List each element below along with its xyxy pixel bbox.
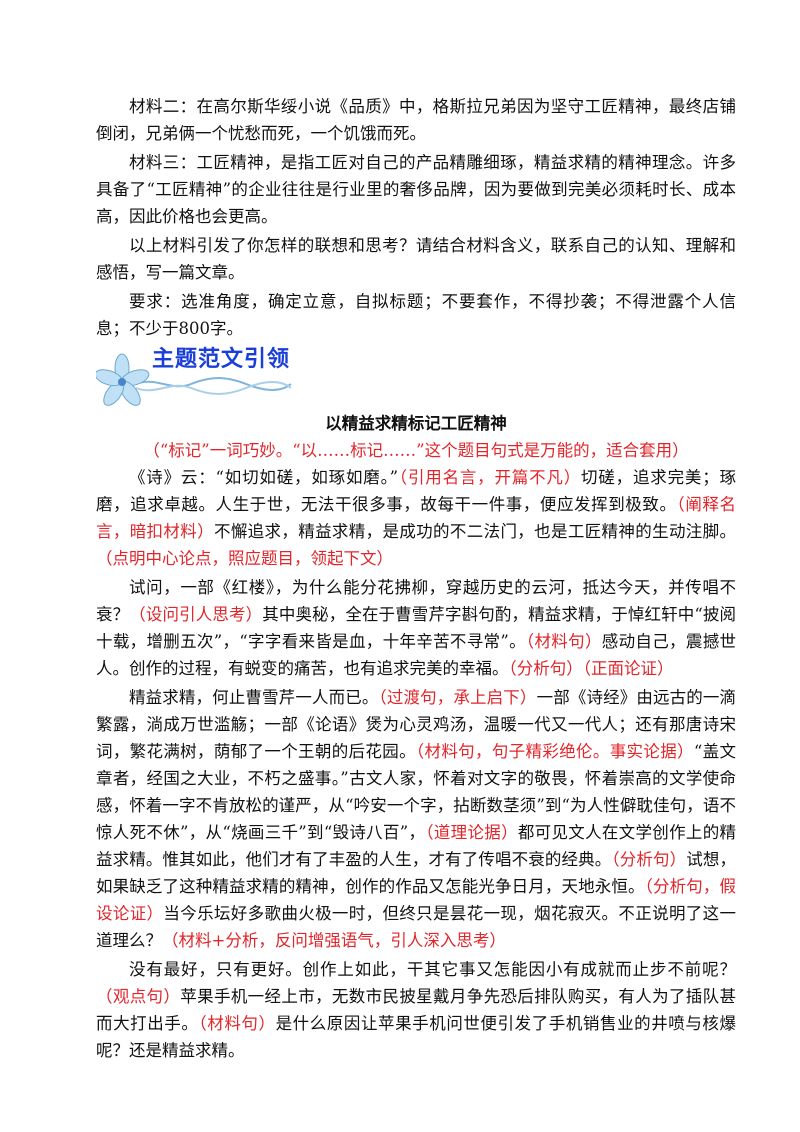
essay-title: 以精益求精标记工匠精神: [325, 414, 507, 433]
essay-paragraph-2: 试问，一部《红楼》，为什么能分花拂柳，穿越历史的云河，抵达今天，并传唱不衰？（设…: [96, 574, 736, 682]
document-body: 材料二：在高尔斯华绥小说《品质》中，格斯拉兄弟因为坚守工匠精神，最终店铺倒闭，兄…: [96, 93, 736, 1066]
annotation-text: （道理论据）: [425, 823, 518, 842]
body-text: 不懈追求，精益求精，是成功的不二法门，也是工匠精神的生动注脚。: [213, 522, 737, 541]
body-text: 一部《诗经》由远古的一滴繁露，淌成万世滥觞；一部《论语》煲为心灵鸡汤，温暖一代又…: [96, 688, 737, 761]
annotation-text: （观点句）: [96, 987, 181, 1006]
annotation-text: （分析句）（正面论证）: [508, 659, 674, 678]
material-2-paragraph: 材料二：在高尔斯华绥小说《品质》中，格斯拉兄弟因为坚守工匠精神，最终店铺倒闭，兄…: [96, 97, 736, 143]
annotation-text: （材料+分析，反问增强语气，引人深入思考）: [162, 931, 506, 950]
body-text: 试想，如果缺乏了这种精益求精的精神，创作的作品又怎能光争日月，天地永恒。: [96, 850, 736, 896]
annotation-text: （点明中心论点，照应题目，领起下文）: [96, 549, 393, 568]
banner-title: 主题范文引领: [152, 347, 291, 372]
body-text: 其中奥秘，全在于曹雪芹字斟句酌，精益求精，于悼红轩中“披阅十载，增删五次”，“字…: [96, 605, 737, 651]
annotation-text: （过渡句，承上启下）: [378, 688, 537, 707]
flower-ribbon-icon: [96, 353, 292, 406]
essay-paragraph-1: 《诗》云：“如切如磋，如琢如磨。”（引用名言，开篇不凡）切磋，追求完美；琢磨，追…: [96, 464, 736, 572]
body-text: 苹果手机一经上市，无数市民披星戴月争先恐后排队购买，有人为了插队甚而大打出手。: [96, 987, 737, 1033]
body-text: 切磋，追求完美；琢磨，追求卓越。人生于世，无法干很多事，故每干一件事，便应发挥到…: [96, 468, 737, 514]
body-text: 是什么原因让苹果手机问世便引发了手机销售业的井喷与核爆呢？还是精益求精。: [96, 1014, 737, 1060]
section-banner: 主题范文引领: [96, 346, 736, 410]
annotation-text: （分析句，假设论证）: [96, 877, 736, 923]
body-text: 精益求精，何止曹雪芹一人而已。: [129, 688, 379, 707]
annotation-text: （设问引人思考）: [129, 605, 263, 624]
annotation-text: （引用名言，开篇不凡）: [398, 468, 582, 487]
body-text: 感动自己，震撼世人。创作的过程，有蜕变的痛苦，也有追求完美的幸福。: [96, 632, 737, 678]
annotation-text: （阐释名言，暗扣材料）: [96, 495, 737, 541]
prompt-paragraph: 以上材料引发了你怎样的联想和思考？请结合材料含义，联系自己的认知、理解和感悟，写…: [96, 236, 736, 282]
body-text: 都可见文人在文学创作上的精益求精。惟其如此，他们才有了丰盈的人生，才有了传唱不衰…: [96, 823, 736, 869]
body-text: “盖文章者，经国之大业，不朽之盛事。”古文人家，怀着对文字的敬畏，怀着崇高的文学…: [96, 742, 737, 842]
title-annotation: （“标记”一词巧妙。“以……标记……”这个题目句式是万能的，适合套用）: [143, 441, 689, 460]
body-text: 试问，一部《红楼》，为什么能分花拂柳，穿越历史的云河，抵达今天，并传唱不衰？: [96, 578, 736, 624]
annotation-text: （材料句）: [525, 632, 602, 651]
material-3-paragraph: 材料三：工匠精神，是指工匠对自己的产品精雕细琢，精益求精的精神理念。许多具备了“…: [96, 153, 736, 226]
body-text: 《诗》云：“如切如磋，如琢如磨。”: [129, 468, 399, 487]
annotation-text: （材料句）: [198, 1014, 276, 1033]
requirements-paragraph: 要求：选准角度，确定立意，自拟标题；不要套作，不得抄袭；不得泄露个人信息；不少于…: [96, 292, 736, 338]
essay-paragraph-4: 没有最好，只有更好。创作上如此，干其它事又怎能因小有成就而止步不前呢？ （观点句）…: [96, 956, 736, 1064]
essay-paragraph-3: 精益求精，何止曹雪芹一人而已。（过渡句，承上启下）一部《诗经》由远古的一滴繁露，…: [96, 684, 736, 954]
annotation-text: （材料句，句子精彩绝伦。事实论据）: [415, 742, 694, 761]
annotation-text: （分析句）: [611, 850, 687, 869]
body-text: 没有最好，只有更好。创作上如此，干其它事又怎能因小有成就而止步不前呢？: [129, 960, 736, 979]
body-text: 当今乐坛好多歌曲火极一时，但终只是昙花一现，烟花寂灭。不正说明了这一道理么？: [96, 904, 737, 950]
